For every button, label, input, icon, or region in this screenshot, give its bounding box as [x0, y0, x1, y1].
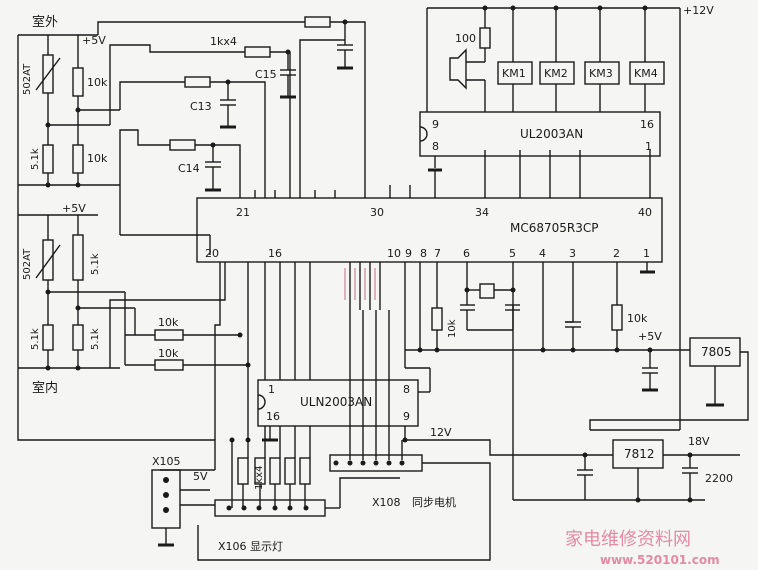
- outdoor-sensor-block: [18, 35, 120, 186]
- resistor-network-label: 1kx4: [210, 35, 237, 48]
- resistor-label: 10k: [87, 76, 108, 89]
- mcu-chip: [196, 150, 663, 500]
- relay-label: KM2: [544, 67, 568, 80]
- supply-label-indoor: +5V: [62, 202, 86, 215]
- relay-label: KM1: [502, 67, 526, 80]
- pin-number: 3: [569, 247, 576, 260]
- capacitor-label: C14: [178, 162, 200, 175]
- pin-number: 8: [403, 383, 410, 396]
- resistor-label: 5.1k: [90, 328, 101, 350]
- pin-number: 9: [405, 247, 412, 260]
- pin-number: 30: [370, 206, 384, 219]
- relay-label: KM4: [634, 67, 658, 80]
- chip-name: UL2003AN: [520, 127, 583, 141]
- resistor-label: 10k: [87, 152, 108, 165]
- regulator-label: 7812: [624, 447, 655, 461]
- pin-number: 21: [236, 206, 250, 219]
- pin-number: 9: [432, 118, 439, 131]
- resistor-label: 5.1k: [30, 328, 41, 350]
- regulator-7812: [405, 439, 740, 501]
- regulator-label: 7805: [701, 345, 732, 359]
- junction-dots: [45, 5, 693, 513]
- pin-number: 1: [643, 247, 650, 260]
- motor-label: 同步电机: [412, 495, 456, 509]
- regulator-7805: [589, 337, 749, 431]
- thermistor-outdoor-label: 502AT: [22, 63, 33, 95]
- watermark-text: 家电维修资料网: [565, 529, 691, 550]
- relay-driver-chip: [419, 7, 681, 430]
- pink-stamp-marks: [344, 268, 376, 300]
- pin-number: 4: [539, 247, 546, 260]
- resistor-label: 10k: [158, 316, 179, 329]
- pin-number: 10: [387, 247, 401, 260]
- connector-label: X108: [372, 496, 401, 509]
- pin-number: 7: [434, 247, 441, 260]
- supply-label-12v-rail: +12V: [683, 4, 714, 17]
- supply-label-12v: 12V: [430, 426, 452, 439]
- pin-number: 6: [463, 247, 470, 260]
- resistor-label: 10k: [627, 312, 648, 325]
- pin-number: 20: [205, 247, 219, 260]
- supply-label-18v: 18V: [688, 435, 710, 448]
- oscillator-and-reset: [344, 268, 690, 392]
- outdoor-label: 室外: [32, 14, 58, 30]
- watermark-url: www.520101.com: [600, 553, 720, 567]
- pin-number: 16: [268, 247, 282, 260]
- chip-name: MC68705R3CP: [510, 221, 599, 235]
- pin-number: 1: [268, 383, 275, 396]
- connector-label: X106 显示灯: [218, 540, 283, 553]
- pin-number: 2: [613, 247, 620, 260]
- resistor-label: 5.1k: [90, 253, 101, 275]
- indoor-label: 室内: [32, 380, 58, 396]
- chip-name: ULN2003AN: [300, 395, 372, 409]
- resistor-label: 5.1k: [30, 148, 41, 170]
- pin-number: 16: [266, 410, 280, 423]
- indoor-sensor-block: [18, 215, 248, 371]
- pin-number: 9: [403, 410, 410, 423]
- pin-number: 1: [645, 140, 652, 153]
- pin-number: 40: [638, 206, 652, 219]
- pin-number: 8: [432, 140, 439, 153]
- pin-number: 5: [509, 247, 516, 260]
- resistor-network-label: 1kx4: [254, 466, 265, 490]
- pin-number: 34: [475, 206, 489, 219]
- pin-number: 8: [420, 247, 427, 260]
- supply-label-5v: 5V: [193, 470, 208, 483]
- thermistor-indoor-label: 502AT: [22, 248, 33, 280]
- led-resistor-network: [151, 426, 491, 561]
- sensor-routing-wires: [97, 16, 366, 368]
- relay-label: KM3: [589, 67, 613, 80]
- capacitor-label: 2200: [705, 472, 733, 485]
- left-bus-wires: [17, 34, 216, 470]
- capacitor-label: C13: [190, 100, 212, 113]
- display-driver-chip: [257, 310, 431, 460]
- resistor-label: 10k: [158, 347, 179, 360]
- resistor-label: 10k: [447, 319, 458, 338]
- capacitor-label: C15: [255, 68, 277, 81]
- pin-number: 16: [640, 118, 654, 131]
- supply-label-mcu: +5V: [638, 330, 662, 343]
- text-labels: 室外 +5V +5V 室内 +12V +5V 12V 18V 5V 502AT …: [22, 4, 733, 567]
- connector-label: X105: [152, 455, 181, 468]
- supply-label-outdoor: +5V: [82, 34, 106, 47]
- resistor-label: 100: [455, 32, 476, 45]
